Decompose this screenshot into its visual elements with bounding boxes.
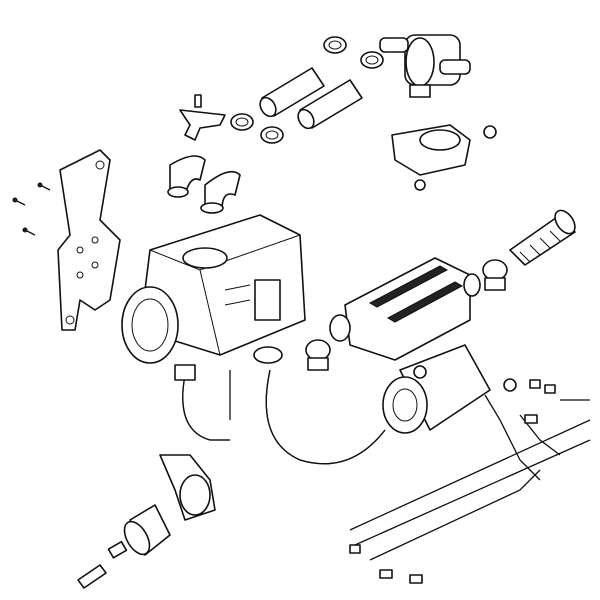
fuel-pump-bracket	[160, 455, 215, 520]
hose-clamp	[231, 37, 383, 143]
flexible-duct	[175, 365, 385, 464]
fuel-line	[78, 565, 106, 588]
water-pump	[380, 35, 470, 97]
exhaust-pipe	[510, 207, 579, 265]
heater-unit	[122, 215, 305, 363]
pump-bracket	[392, 125, 496, 190]
pump-bracket	[180, 95, 225, 140]
muffler	[330, 258, 480, 360]
exhaust-clamp	[254, 260, 507, 370]
air-intake-silencer	[383, 345, 490, 433]
elbow-connector	[168, 156, 240, 213]
mounting-plate	[58, 150, 120, 330]
screw	[13, 183, 50, 235]
wiring-harness	[350, 379, 590, 583]
fuel-pump	[108, 505, 170, 559]
coolant-hose	[257, 68, 362, 131]
